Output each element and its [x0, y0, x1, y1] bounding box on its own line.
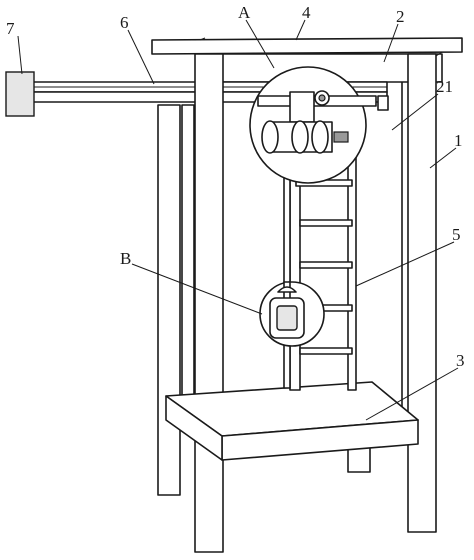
leader-21 [391, 93, 439, 131]
back-left-leg [157, 104, 181, 496]
label-6: 6 [120, 13, 129, 32]
label-1: 1 [454, 131, 463, 150]
back-left-inner-leg [181, 104, 195, 396]
label-B: B [120, 249, 131, 268]
leader-2 [383, 23, 399, 63]
leader-7 [17, 35, 23, 75]
beam-end-cap [377, 95, 389, 111]
label-3: 3 [456, 351, 465, 370]
front-left-post [194, 53, 224, 553]
front-posts [194, 51, 443, 553]
pulley-center [291, 120, 309, 154]
detail-a [249, 66, 377, 184]
label-21: 21 [436, 77, 453, 96]
leader-4 [295, 19, 306, 41]
top-board-edge [199, 37, 206, 41]
leader-3 [365, 367, 459, 421]
top-board-front [151, 37, 463, 55]
label-5: 5 [452, 225, 461, 244]
post-edge [435, 51, 443, 57]
leader-1 [429, 147, 457, 169]
shaft-end [333, 131, 349, 143]
leader-B [131, 263, 263, 315]
leader-6 [127, 29, 155, 85]
end-block [5, 71, 35, 117]
label-A: A [238, 3, 251, 22]
label-4: 4 [302, 3, 311, 22]
knob-center [318, 94, 326, 102]
label-2: 2 [396, 7, 405, 26]
leader-5 [355, 241, 455, 287]
ladder-rung [299, 347, 353, 355]
carriage-block [289, 91, 315, 123]
shelf-side [165, 395, 223, 461]
reference-labels: 7 6 A 4 2 21 1 5 B 3 [6, 3, 465, 370]
pulley-left [261, 120, 279, 154]
lower-shelf [165, 381, 419, 461]
front-right-post [407, 53, 437, 533]
ladder-rung [299, 261, 353, 269]
clamp-window [276, 305, 298, 331]
leader-A [245, 19, 275, 69]
label-7: 7 [6, 19, 15, 38]
clamp-top [277, 286, 297, 293]
ladder-rung [299, 219, 353, 227]
detail-b [259, 281, 325, 347]
pulley-right [311, 120, 329, 154]
leader-lines [17, 19, 459, 421]
